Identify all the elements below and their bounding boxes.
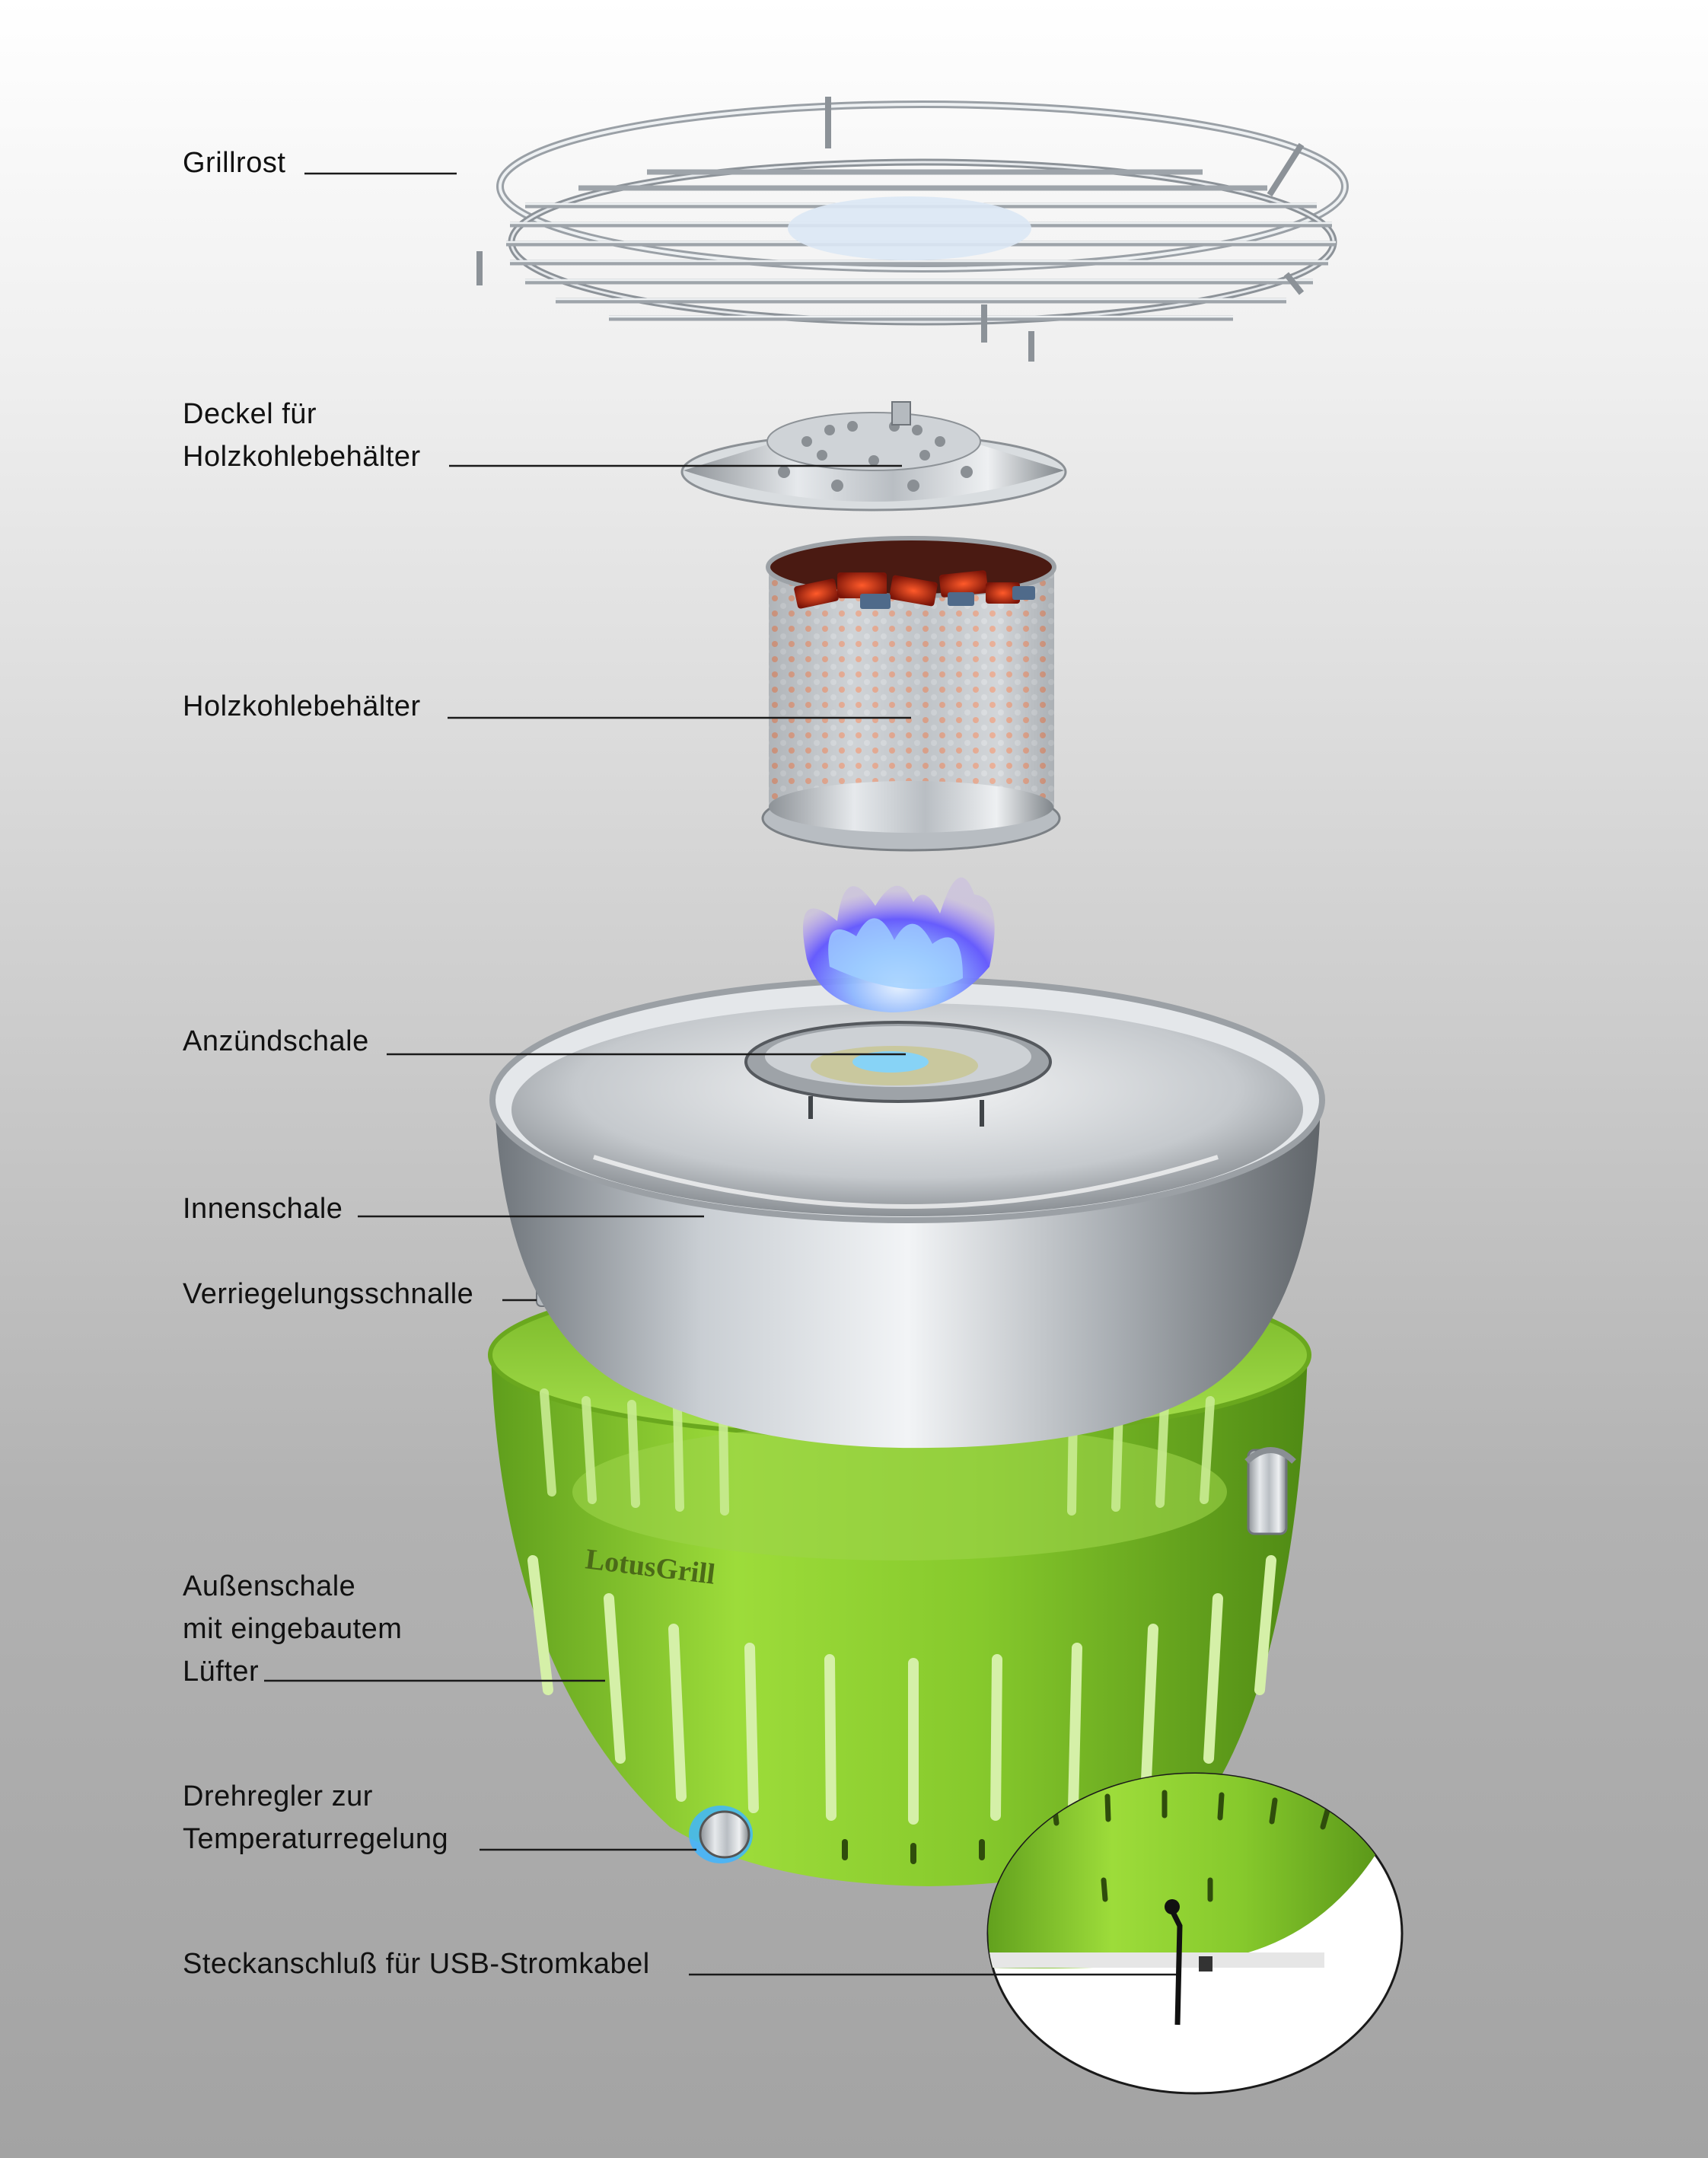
usb-port-icon [986,1772,1404,2095]
label-verriegelungsschnalle-text: Verriegelungsschnalle [183,1278,474,1310]
label-drehregler-line1: Drehregler zur [183,1780,373,1812]
label-deckel-line1: Deckel für [183,398,317,430]
label-holzkohlebehaelter-text: Holzkohlebehälter [183,690,421,722]
label-aussenschale-line1: Außenschale [183,1570,356,1602]
label-steckanschluss-text: Steckanschluß für USB-Stromkabel [183,1948,650,1980]
label-verriegelungsschnalle: Verriegelungsschnalle [183,1273,473,1315]
label-grillrost: Grillrost [183,142,285,184]
label-aussenschale-line3: Lüfter [183,1656,260,1688]
leader-lines [264,172,1176,1976]
ignition-dish-icon [744,877,1052,1127]
label-deckel-line2: Holzkohlebehälter [183,441,421,473]
knob-icon [689,1806,753,1863]
inner-bowl-icon [489,977,1325,1449]
label-anzuendschale-text: Anzündschale [183,1025,369,1057]
label-drehregler: Drehregler zur Temperaturregelung [183,1775,448,1860]
label-grillrost-text: Grillrost [183,147,286,179]
label-deckel: Deckel für Holzkohlebehälter [183,393,421,478]
label-innenschale: Innenschale [183,1187,343,1230]
label-anzuendschale: Anzündschale [183,1020,369,1063]
label-drehregler-line2: Temperaturregelung [183,1823,449,1855]
lid-icon [680,401,1067,512]
label-holzkohlebehaelter: Holzkohlebehälter [183,685,421,728]
label-aussenschale: Außenschale mit eingebautem Lüfter [183,1565,402,1693]
label-steckanschluss: Steckanschluß für USB-Stromkabel [183,1943,650,1985]
label-aussenschale-line2: mit eingebautem [183,1613,403,1645]
grill-grate-icon [476,97,1349,362]
label-innenschale-text: Innenschale [183,1193,343,1225]
charcoal-container-icon [761,536,1061,852]
